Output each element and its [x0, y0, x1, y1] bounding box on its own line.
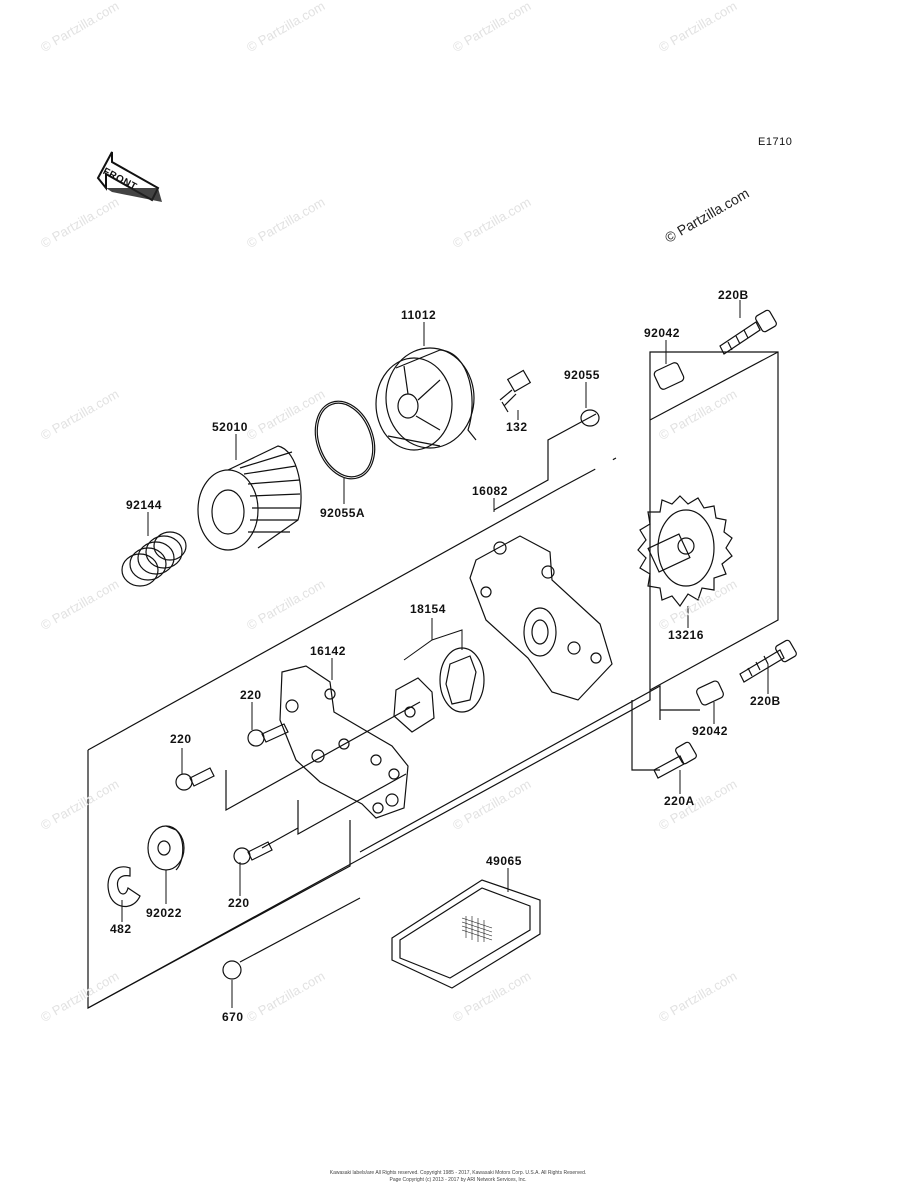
guide-line-16082: [493, 413, 597, 511]
o-ring-670-part[interactable]: [222, 960, 242, 980]
part-label-220B-top[interactable]: 220B: [718, 288, 749, 302]
frame-inner-2: [87, 820, 351, 1009]
part-label-482[interactable]: 482: [110, 922, 132, 936]
washer-part[interactable]: [147, 825, 185, 871]
part-label-220-b[interactable]: 220: [170, 732, 192, 746]
gear-part[interactable]: [637, 495, 733, 608]
dowel-bottom-part[interactable]: [695, 680, 724, 706]
part-label-18154[interactable]: 18154: [410, 602, 446, 616]
part-label-220-a[interactable]: 220: [240, 688, 262, 702]
screw-220-b-part[interactable]: [175, 767, 215, 791]
part-label-220A[interactable]: 220A: [664, 794, 695, 808]
bolt-132-part[interactable]: [499, 369, 532, 413]
front-arrow-icon: [96, 151, 162, 202]
pump-body-part[interactable]: [469, 535, 613, 701]
part-label-16142[interactable]: 16142: [310, 644, 346, 658]
frame-line-top: [87, 487, 561, 751]
frame-dash-2: [649, 351, 779, 421]
diagram-code: E1710: [758, 136, 793, 148]
part-label-49065[interactable]: 49065: [486, 854, 522, 868]
frame-dash-1: [559, 457, 617, 489]
frame-inner-1: [359, 684, 661, 853]
screw-220-c-part[interactable]: [233, 841, 273, 865]
frame-line-left: [87, 351, 779, 1010]
part-label-92055A[interactable]: 92055A: [320, 506, 366, 520]
guide-line-670: [239, 897, 361, 963]
guide-line-220c: [261, 827, 299, 849]
part-label-92022[interactable]: 92022: [146, 906, 182, 920]
bolt-220A-part[interactable]: [653, 741, 697, 779]
part-label-11012[interactable]: 11012: [401, 308, 437, 322]
part-label-13216[interactable]: 13216: [668, 628, 704, 642]
guide-line-220: [225, 701, 421, 812]
part-label-92042-top[interactable]: 92042: [644, 326, 680, 340]
circlip-part[interactable]: [107, 866, 141, 908]
bolt-220B-top-part[interactable]: [719, 309, 777, 355]
part-label-92055[interactable]: 92055: [564, 368, 600, 382]
bolt-220B-bottom-part[interactable]: [739, 639, 797, 683]
part-label-92144[interactable]: 92144: [126, 498, 162, 512]
guide-line-220A: [631, 700, 660, 771]
o-ring-large-part[interactable]: [305, 393, 385, 487]
part-label-92042-bottom[interactable]: 92042: [692, 724, 728, 738]
part-label-220-c[interactable]: 220: [228, 896, 250, 910]
part-label-220B-bottom[interactable]: 220B: [750, 694, 781, 708]
pump-rotor-part[interactable]: [393, 647, 485, 733]
oil-filter-part[interactable]: [197, 445, 302, 551]
part-label-16082[interactable]: 16082: [472, 484, 508, 498]
o-ring-small-part[interactable]: [580, 409, 600, 427]
footer-copyright: Kawasaki labels/are All Rights reserved.…: [329, 1170, 587, 1176]
spring-part[interactable]: [121, 531, 187, 587]
guide-line-220b: [297, 773, 407, 836]
screw-220-a-part[interactable]: [247, 723, 289, 747]
dowel-top-part[interactable]: [653, 361, 685, 390]
part-label-132[interactable]: 132: [506, 420, 528, 434]
filter-cover-part[interactable]: [375, 347, 477, 451]
pump-cover-part[interactable]: [279, 665, 409, 819]
footer-copyright-line2: Page Copyright (c) 2013 - 2017 by ARI Ne…: [389, 1177, 527, 1183]
part-label-670[interactable]: 670: [222, 1010, 244, 1024]
part-label-52010[interactable]: 52010: [212, 420, 248, 434]
oil-screen-part[interactable]: [391, 879, 541, 989]
